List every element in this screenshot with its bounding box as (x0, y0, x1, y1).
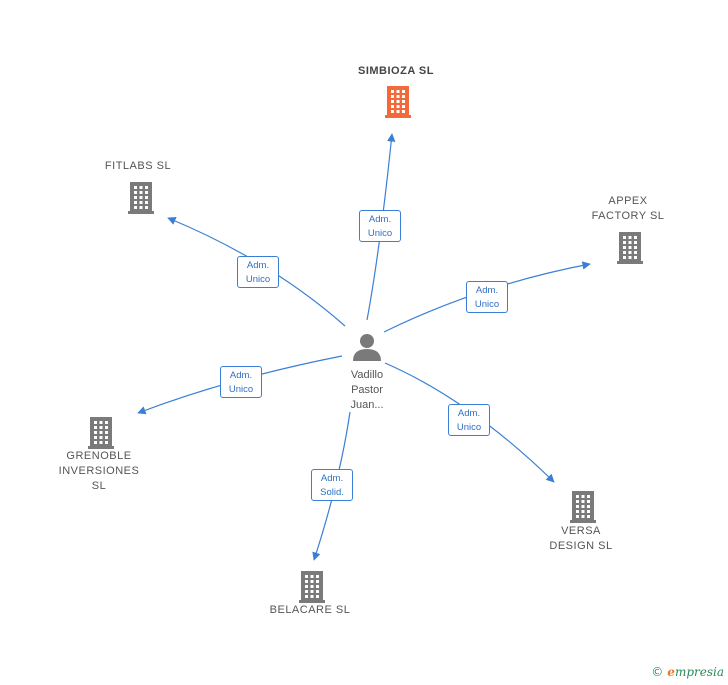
company-name-belacare[interactable]: BELACARE SL (269, 604, 351, 616)
building-icon-versa[interactable] (570, 491, 596, 523)
building-icon-appex[interactable] (617, 232, 643, 264)
company-name-grenoble[interactable]: GRENOBLE INVERSIONES SL (58, 450, 140, 492)
person-icon[interactable] (353, 334, 381, 361)
relation-label-versa[interactable]: Adm. Unico (448, 404, 490, 436)
company-name-appex[interactable]: APPEX FACTORY SL (591, 195, 665, 222)
relation-label-grenoble[interactable]: Adm. Unico (220, 366, 262, 398)
company-name-fitlabs[interactable]: FITLABS SL (104, 160, 172, 172)
relation-label-appex[interactable]: Adm. Unico (466, 281, 508, 313)
relation-label-belacare[interactable]: Adm. Solid. (311, 469, 353, 501)
building-icon-simbioza[interactable] (385, 86, 411, 118)
empresia-logo: ©empresia (651, 665, 724, 679)
building-icon-grenoble[interactable] (88, 417, 114, 449)
relation-label-simbioza[interactable]: Adm. Unico (359, 210, 401, 242)
relation-label-fitlabs[interactable]: Adm. Unico (237, 256, 279, 288)
building-icon-fitlabs[interactable] (128, 182, 154, 214)
building-icon-belacare[interactable] (299, 571, 325, 603)
person-name[interactable]: Vadillo Pastor Juan... (350, 369, 384, 411)
company-name-simbioza[interactable]: SIMBIOZA SL (358, 65, 434, 77)
company-name-versa[interactable]: VERSA DESIGN SL (549, 525, 613, 552)
